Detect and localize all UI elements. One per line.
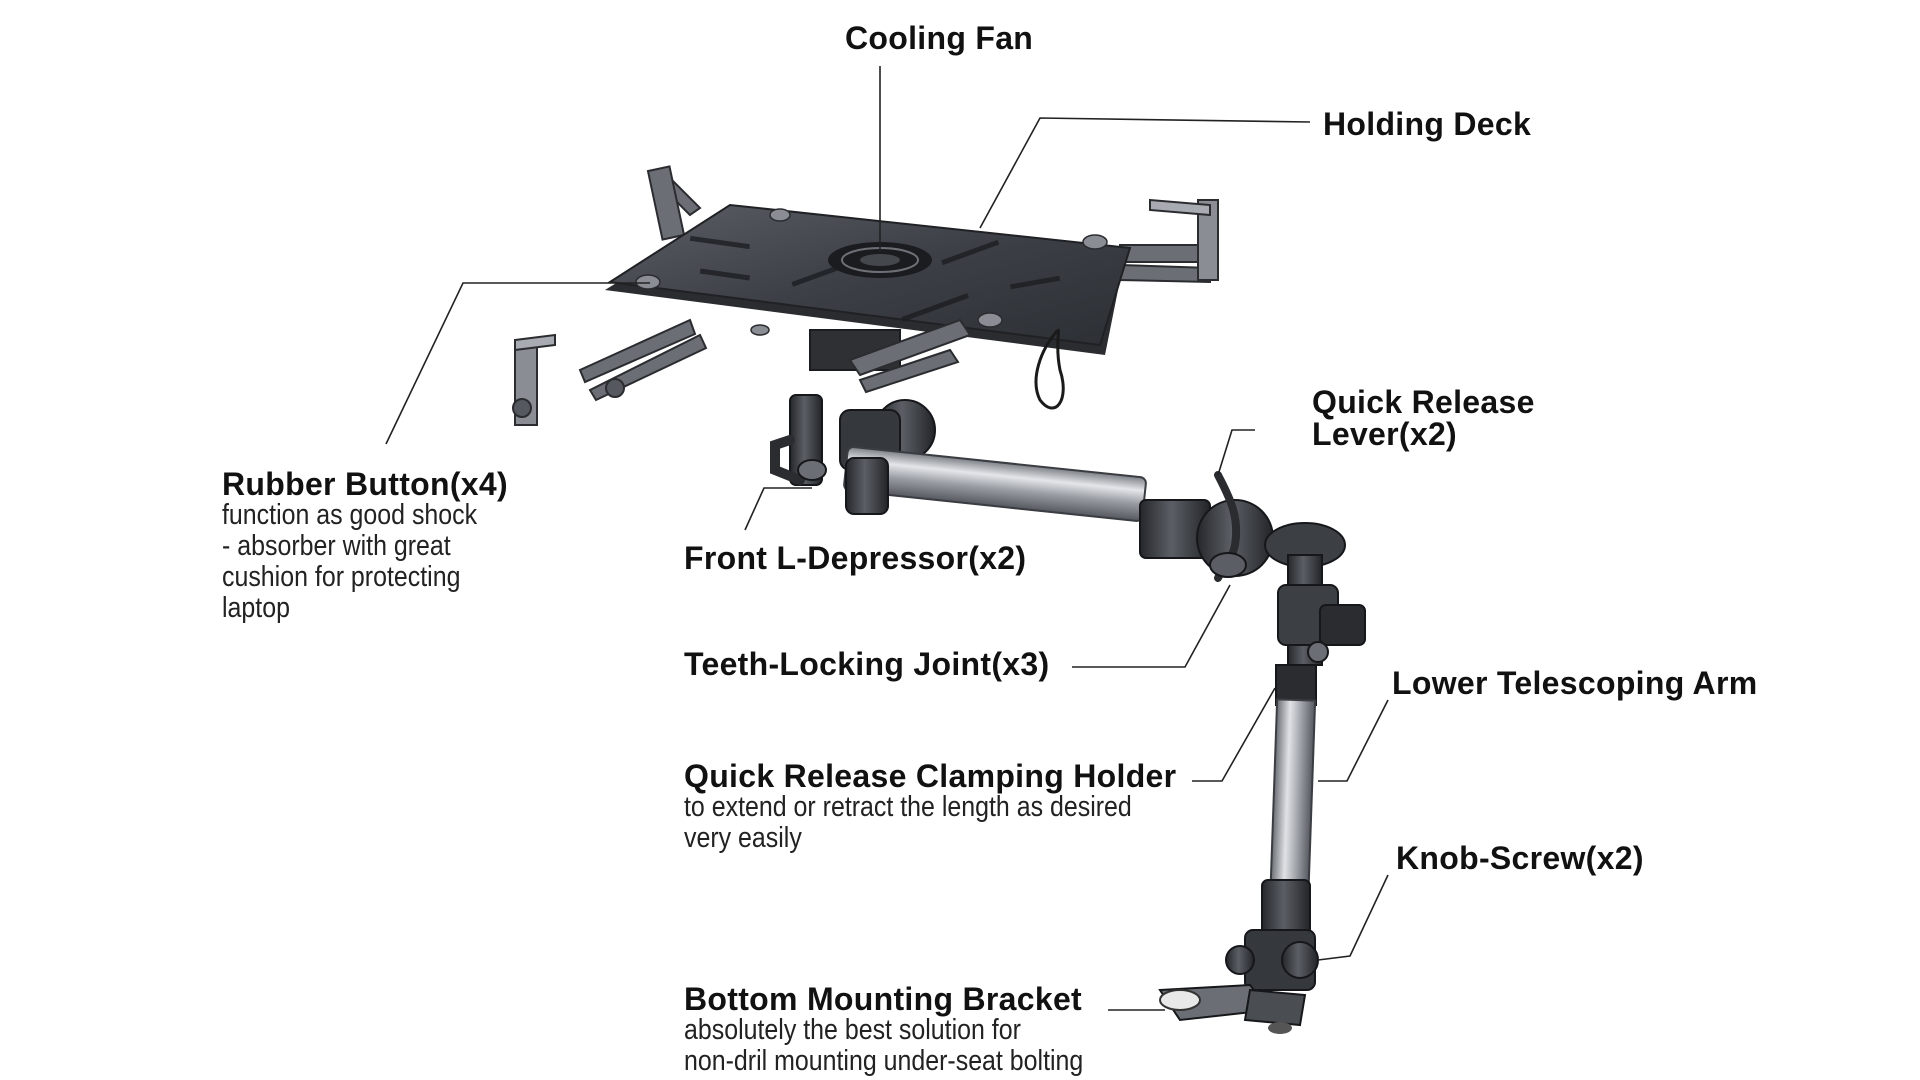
label-rubber-button-desc-4: laptop <box>222 592 290 624</box>
label-clamping-holder-title: Quick Release Clamping Holder <box>684 758 1177 794</box>
leader-front-l-depressor <box>744 487 812 531</box>
label-rubber-button-desc-2: - absorber with great <box>222 530 451 562</box>
label-bottom-bracket-desc-2: non-dril mounting under-seat bolting <box>684 1045 1084 1077</box>
bottom-mounting-bracket-art <box>1158 929 1319 1034</box>
label-bottom-mounting-bracket: Bottom Mounting Bracket absolutely the b… <box>684 983 1148 1077</box>
upper-arm-tube <box>843 446 1211 559</box>
label-knob-screw: Knob-Screw(x2) <box>1396 840 1644 876</box>
label-rubber-button: Rubber Button(x4) function as good shock… <box>222 468 519 624</box>
leader-holding-deck <box>979 117 1311 229</box>
label-clamping-holder-desc-2: very easily <box>684 822 802 854</box>
label-lower-telescoping-arm: Lower Telescoping Arm <box>1392 665 1758 701</box>
fan-cable <box>1034 328 1065 410</box>
label-rubber-button-title: Rubber Button(x4) <box>222 466 508 502</box>
label-cooling-fan: Cooling Fan <box>845 20 1034 56</box>
leader-quick-release-lever <box>1217 429 1255 476</box>
label-quick-release-lever: Quick Release Lever(x2) <box>1312 386 1535 450</box>
leader-clamping-holder <box>1192 687 1276 782</box>
label-rubber-button-desc-3: cushion for protecting <box>222 561 461 593</box>
label-holding-deck: Holding Deck <box>1323 106 1532 142</box>
leader-teeth-locking-joint <box>1072 584 1231 668</box>
label-front-l-depressor: Front L-Depressor(x2) <box>684 540 1027 576</box>
lower-arm <box>1261 554 1366 936</box>
label-quick-release-clamping-holder: Quick Release Clamping Holder to extend … <box>684 760 1205 854</box>
label-quick-release-lever-line2: Lever(x2) <box>1312 416 1457 452</box>
label-bottom-bracket-title: Bottom Mounting Bracket <box>684 981 1082 1017</box>
leader-lines <box>385 66 1389 1011</box>
label-clamping-holder-desc-1: to extend or retract the length as desir… <box>684 791 1132 823</box>
leader-rubber-button <box>385 282 650 445</box>
holding-deck-plate <box>605 203 1132 355</box>
leader-lower-telescoping-arm <box>1318 699 1389 782</box>
label-bottom-bracket-desc-1: absolutely the best solution for <box>684 1014 1021 1046</box>
cooling-fan-grille <box>828 242 932 278</box>
label-teeth-locking-joint: Teeth-Locking Joint(x3) <box>684 646 1050 682</box>
deck-hinge-block <box>809 318 972 394</box>
label-rubber-button-desc-1: function as good shock <box>222 499 478 531</box>
elbow-joint <box>1196 471 1346 582</box>
leader-knob-screw <box>1317 874 1389 961</box>
deck-extension-arms <box>512 165 1219 426</box>
label-quick-release-lever-line1: Quick Release <box>1312 384 1535 420</box>
